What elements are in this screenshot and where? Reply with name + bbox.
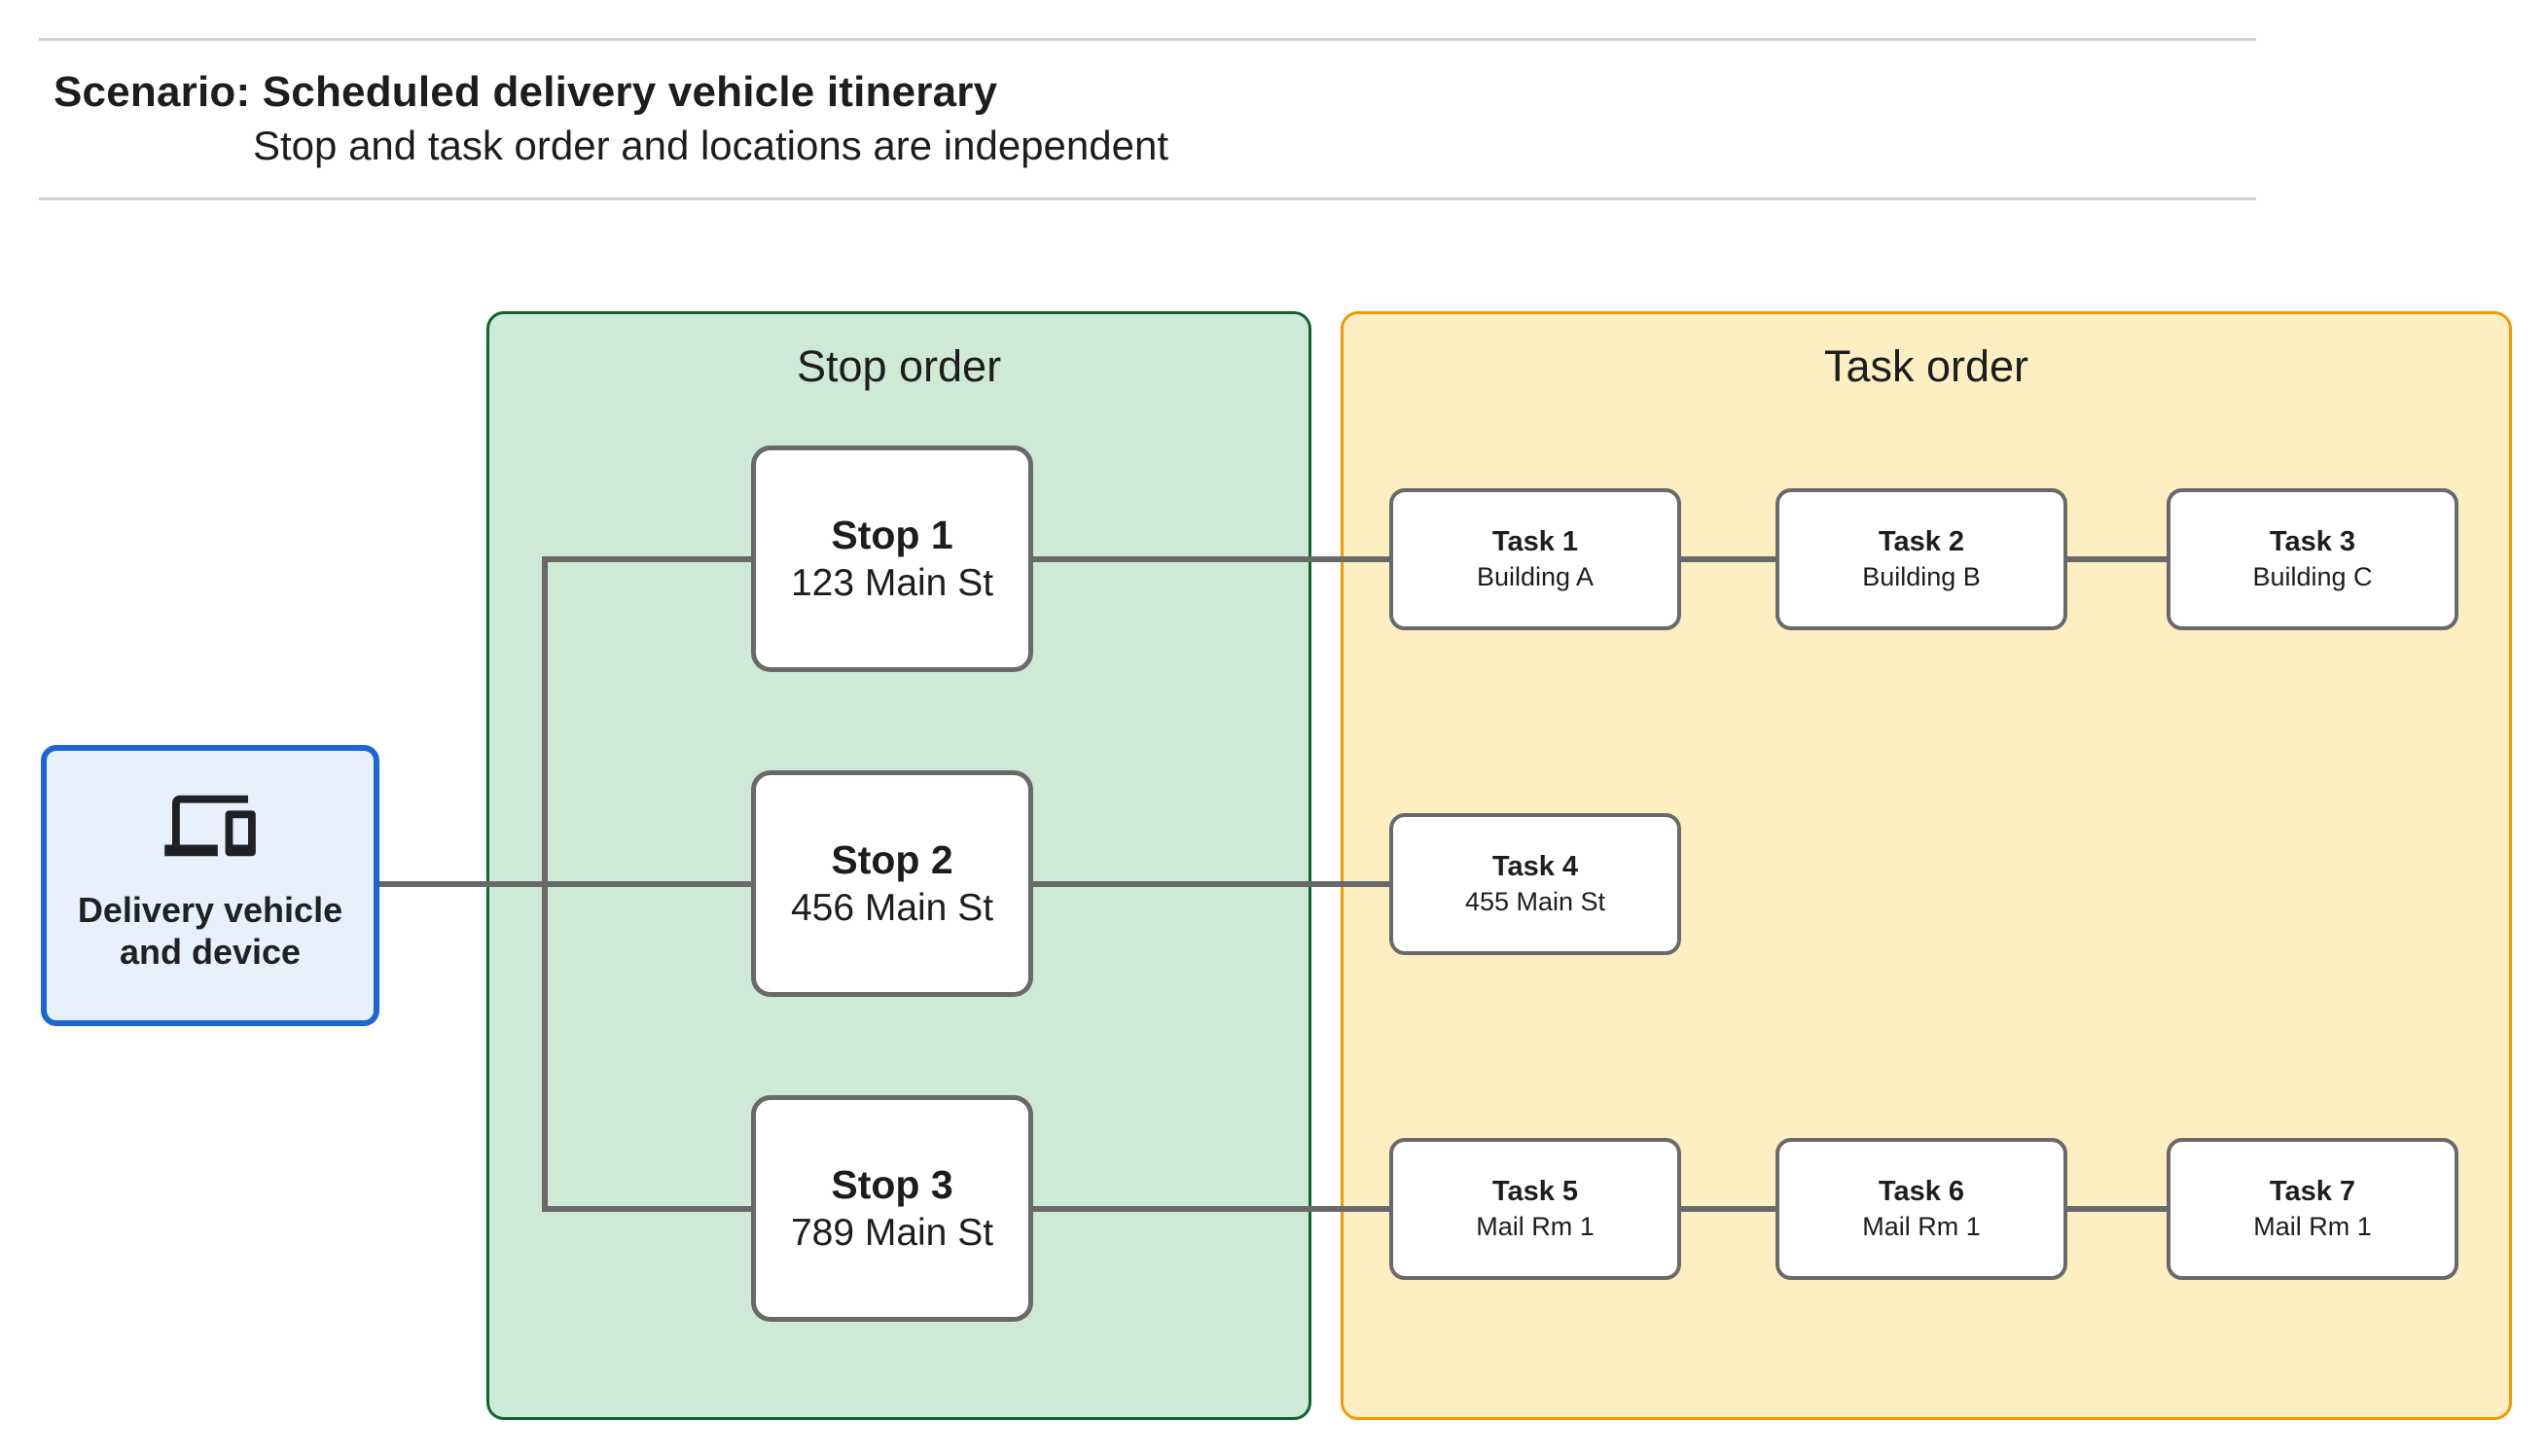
connector-task6-to-task7 — [2065, 1206, 2170, 1212]
vehicle-label-line2: and device — [119, 932, 302, 973]
page-title: Scenario: Scheduled delivery vehicle iti… — [54, 68, 998, 116]
stop-location: 456 Main St — [790, 886, 994, 929]
stop-node-2: Stop 2 456 Main St — [751, 770, 1033, 997]
stop-name: Stop 2 — [831, 836, 953, 882]
stop-order-title: Stop order — [796, 341, 1002, 391]
task-name: Task 1 — [1491, 525, 1579, 557]
delivery-vehicle-node: Delivery vehicle and device — [41, 745, 379, 1026]
task-location: Building A — [1476, 562, 1595, 592]
task-location: Building B — [1862, 562, 1981, 592]
stop-node-3: Stop 3 789 Main St — [751, 1095, 1033, 1322]
task-location: Mail Rm 1 — [1476, 1212, 1595, 1242]
vehicle-label: Delivery vehicle and device — [78, 889, 342, 973]
connector-task1-to-task2 — [1679, 556, 1779, 562]
devices-icon — [164, 795, 256, 857]
connector-stop-trunk — [542, 556, 548, 1212]
stop-name: Stop 3 — [831, 1161, 953, 1207]
task-node-5: Task 5 Mail Rm 1 — [1389, 1138, 1681, 1280]
vehicle-label-line1: Delivery vehicle — [77, 890, 343, 930]
task-node-4: Task 4 455 Main St — [1389, 813, 1681, 955]
top-divider — [39, 38, 2256, 41]
connector-stop1-to-task1 — [1029, 556, 1393, 562]
task-node-2: Task 2 Building B — [1775, 488, 2067, 630]
task-node-3: Task 3 Building C — [2167, 488, 2458, 630]
page-subtitle: Stop and task order and locations are in… — [253, 123, 1169, 168]
task-node-6: Task 6 Mail Rm 1 — [1775, 1138, 2067, 1280]
task-node-1: Task 1 Building A — [1389, 488, 1681, 630]
stop-location: 123 Main St — [790, 561, 994, 604]
task-name: Task 4 — [1491, 850, 1579, 882]
bottom-divider — [39, 197, 2256, 200]
connector-stop2-to-task4 — [1029, 881, 1393, 887]
stop-location: 789 Main St — [790, 1211, 994, 1254]
task-node-7: Task 7 Mail Rm 1 — [2167, 1138, 2458, 1280]
task-name: Task 2 — [1878, 525, 1965, 557]
task-name: Task 6 — [1878, 1175, 1965, 1207]
task-location: Building C — [2252, 562, 2373, 592]
connector-trunk-to-stop3 — [542, 1206, 751, 1212]
stop-node-1: Stop 1 123 Main St — [751, 445, 1033, 672]
task-location: Mail Rm 1 — [2253, 1212, 2372, 1242]
connector-task2-to-task3 — [2065, 556, 2170, 562]
task-name: Task 3 — [2269, 525, 2356, 557]
connector-vehicle-to-stops — [377, 881, 751, 887]
task-order-title: Task order — [1823, 341, 2029, 391]
connector-task5-to-task6 — [1679, 1206, 1779, 1212]
connector-stop3-to-task5 — [1029, 1206, 1393, 1212]
stop-name: Stop 1 — [831, 512, 953, 557]
task-name: Task 7 — [2269, 1175, 2356, 1207]
connector-trunk-to-stop1 — [542, 556, 751, 562]
task-name: Task 5 — [1491, 1175, 1579, 1207]
task-location: Mail Rm 1 — [1862, 1212, 1981, 1242]
task-location: 455 Main St — [1464, 887, 1606, 917]
